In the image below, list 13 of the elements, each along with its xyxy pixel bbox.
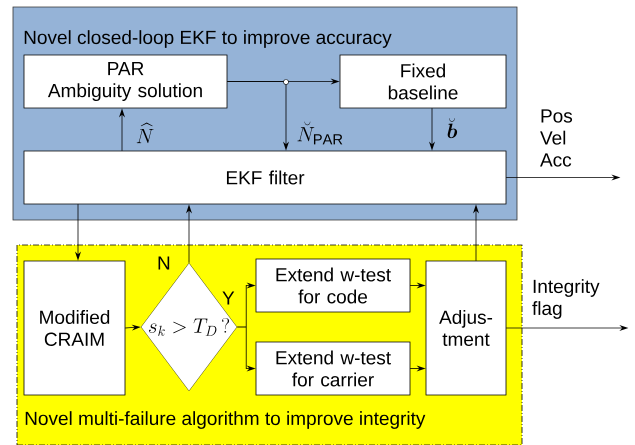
- process-box: EKF filter: [24, 150, 506, 204]
- edge-label: Integrity flag: [532, 279, 600, 319]
- edge-label: $\breve{N}_{\mathrm{PAR}}$: [296, 120, 344, 146]
- process-box: Modified CRAIM: [24, 260, 126, 396]
- process-box: Extend w-test for carrier: [256, 342, 410, 396]
- edge-label: Pos Vel Acc: [540, 109, 572, 167]
- process-box: Extend w-test for code: [256, 258, 410, 312]
- edge-label: Y: [222, 291, 234, 305]
- edge-label: $\widehat{N}$: [134, 122, 156, 144]
- process-box: PAR Ambiguity solution: [24, 54, 228, 108]
- process-box: Adjus- tment: [426, 260, 506, 396]
- edge-label: $\breve{\boldsymbol{b}}$: [446, 117, 458, 139]
- process-box: Fixed baseline: [340, 54, 506, 108]
